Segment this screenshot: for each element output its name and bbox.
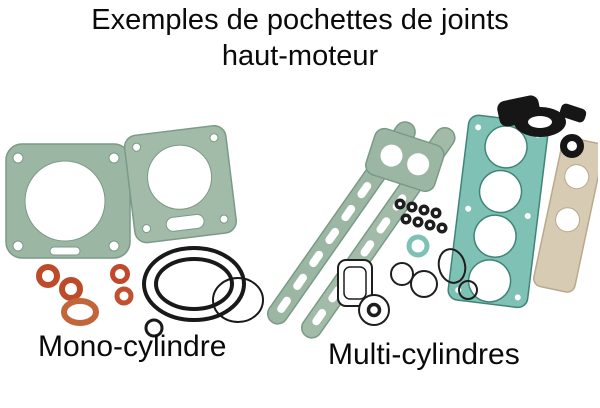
multi-cylinder-gasket-set-image (266, 95, 598, 339)
orange-o-rings (36, 264, 134, 306)
teal-o-ring (406, 234, 430, 258)
black-o-rings (390, 248, 478, 300)
title-line-1: Exemples de pochettes de joints (91, 4, 509, 36)
copper-washer (61, 298, 99, 326)
black-rubber-seals (142, 246, 264, 338)
head-gasket (123, 124, 237, 244)
gasket-sets-photo (0, 92, 600, 339)
title-line-2: haut-moteur (221, 40, 379, 73)
four-cylinder-head-gasket (447, 114, 549, 309)
cylinder-base-gasket (5, 143, 131, 259)
small-gasket (337, 259, 373, 307)
valve-seal-grommets (394, 198, 448, 234)
mono-cylinder-gasket-set-image (5, 124, 264, 338)
black-seals-cluster (497, 95, 587, 158)
cover-gasket (365, 127, 445, 193)
caption-mono-cylindre: Mono-cylindre (38, 330, 227, 363)
seal-ring (358, 294, 390, 326)
page-title: Exemples de pochettes de joints haut-mote… (0, 2, 600, 75)
paper-gasket (532, 136, 598, 293)
caption-multi-cylindres: Multi-cylindres (328, 338, 520, 371)
